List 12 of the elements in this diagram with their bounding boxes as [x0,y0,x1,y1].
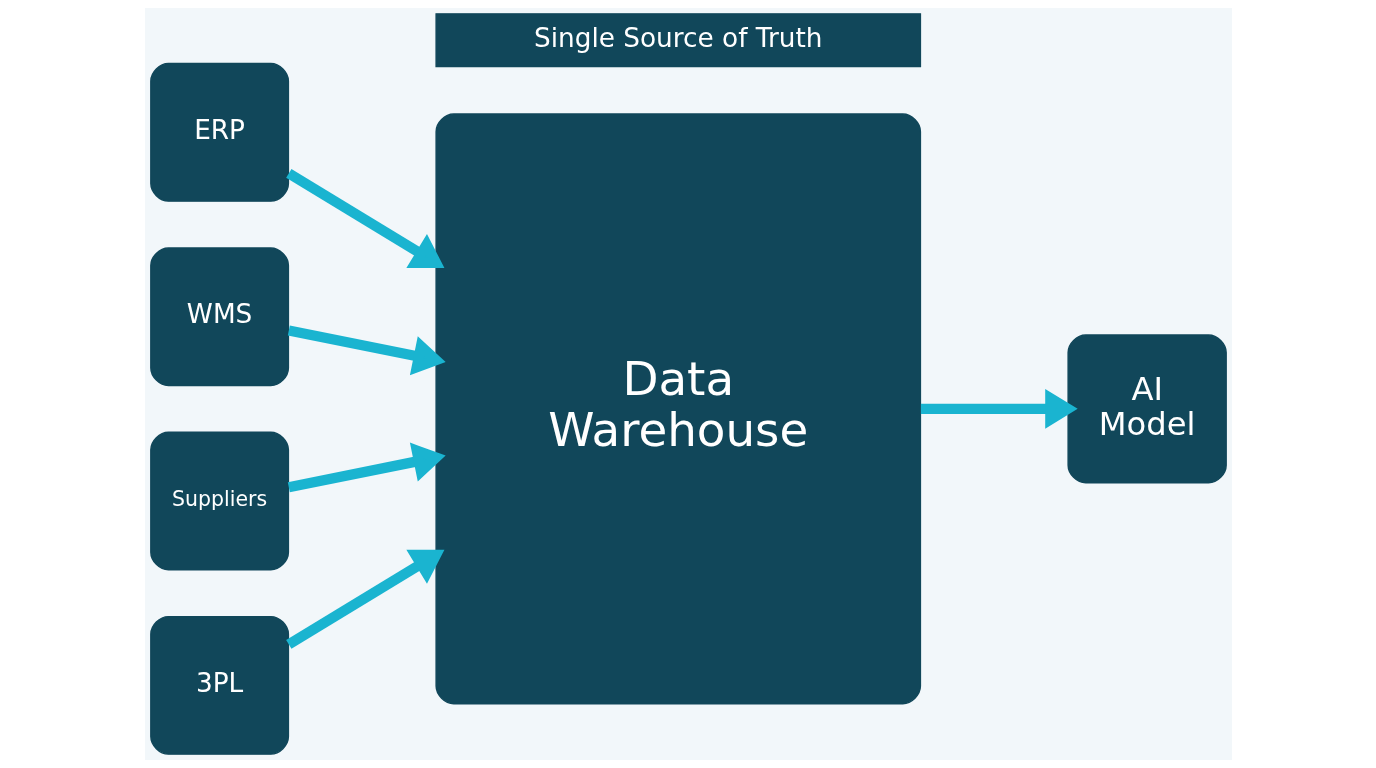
arrow [287,442,446,493]
node-box: Suppliers [149,431,289,571]
arrow [287,325,446,376]
arrow [285,169,444,269]
node-box: WMS [149,247,289,387]
node-box: AI Model [1066,334,1227,484]
node-box: Single Source of Truth [434,13,921,68]
arrow [285,549,444,649]
node-box: 3PL [149,615,289,755]
arrow [920,388,1078,429]
node-box: ERP [149,62,289,202]
node-box: Data Warehouse [434,113,921,705]
